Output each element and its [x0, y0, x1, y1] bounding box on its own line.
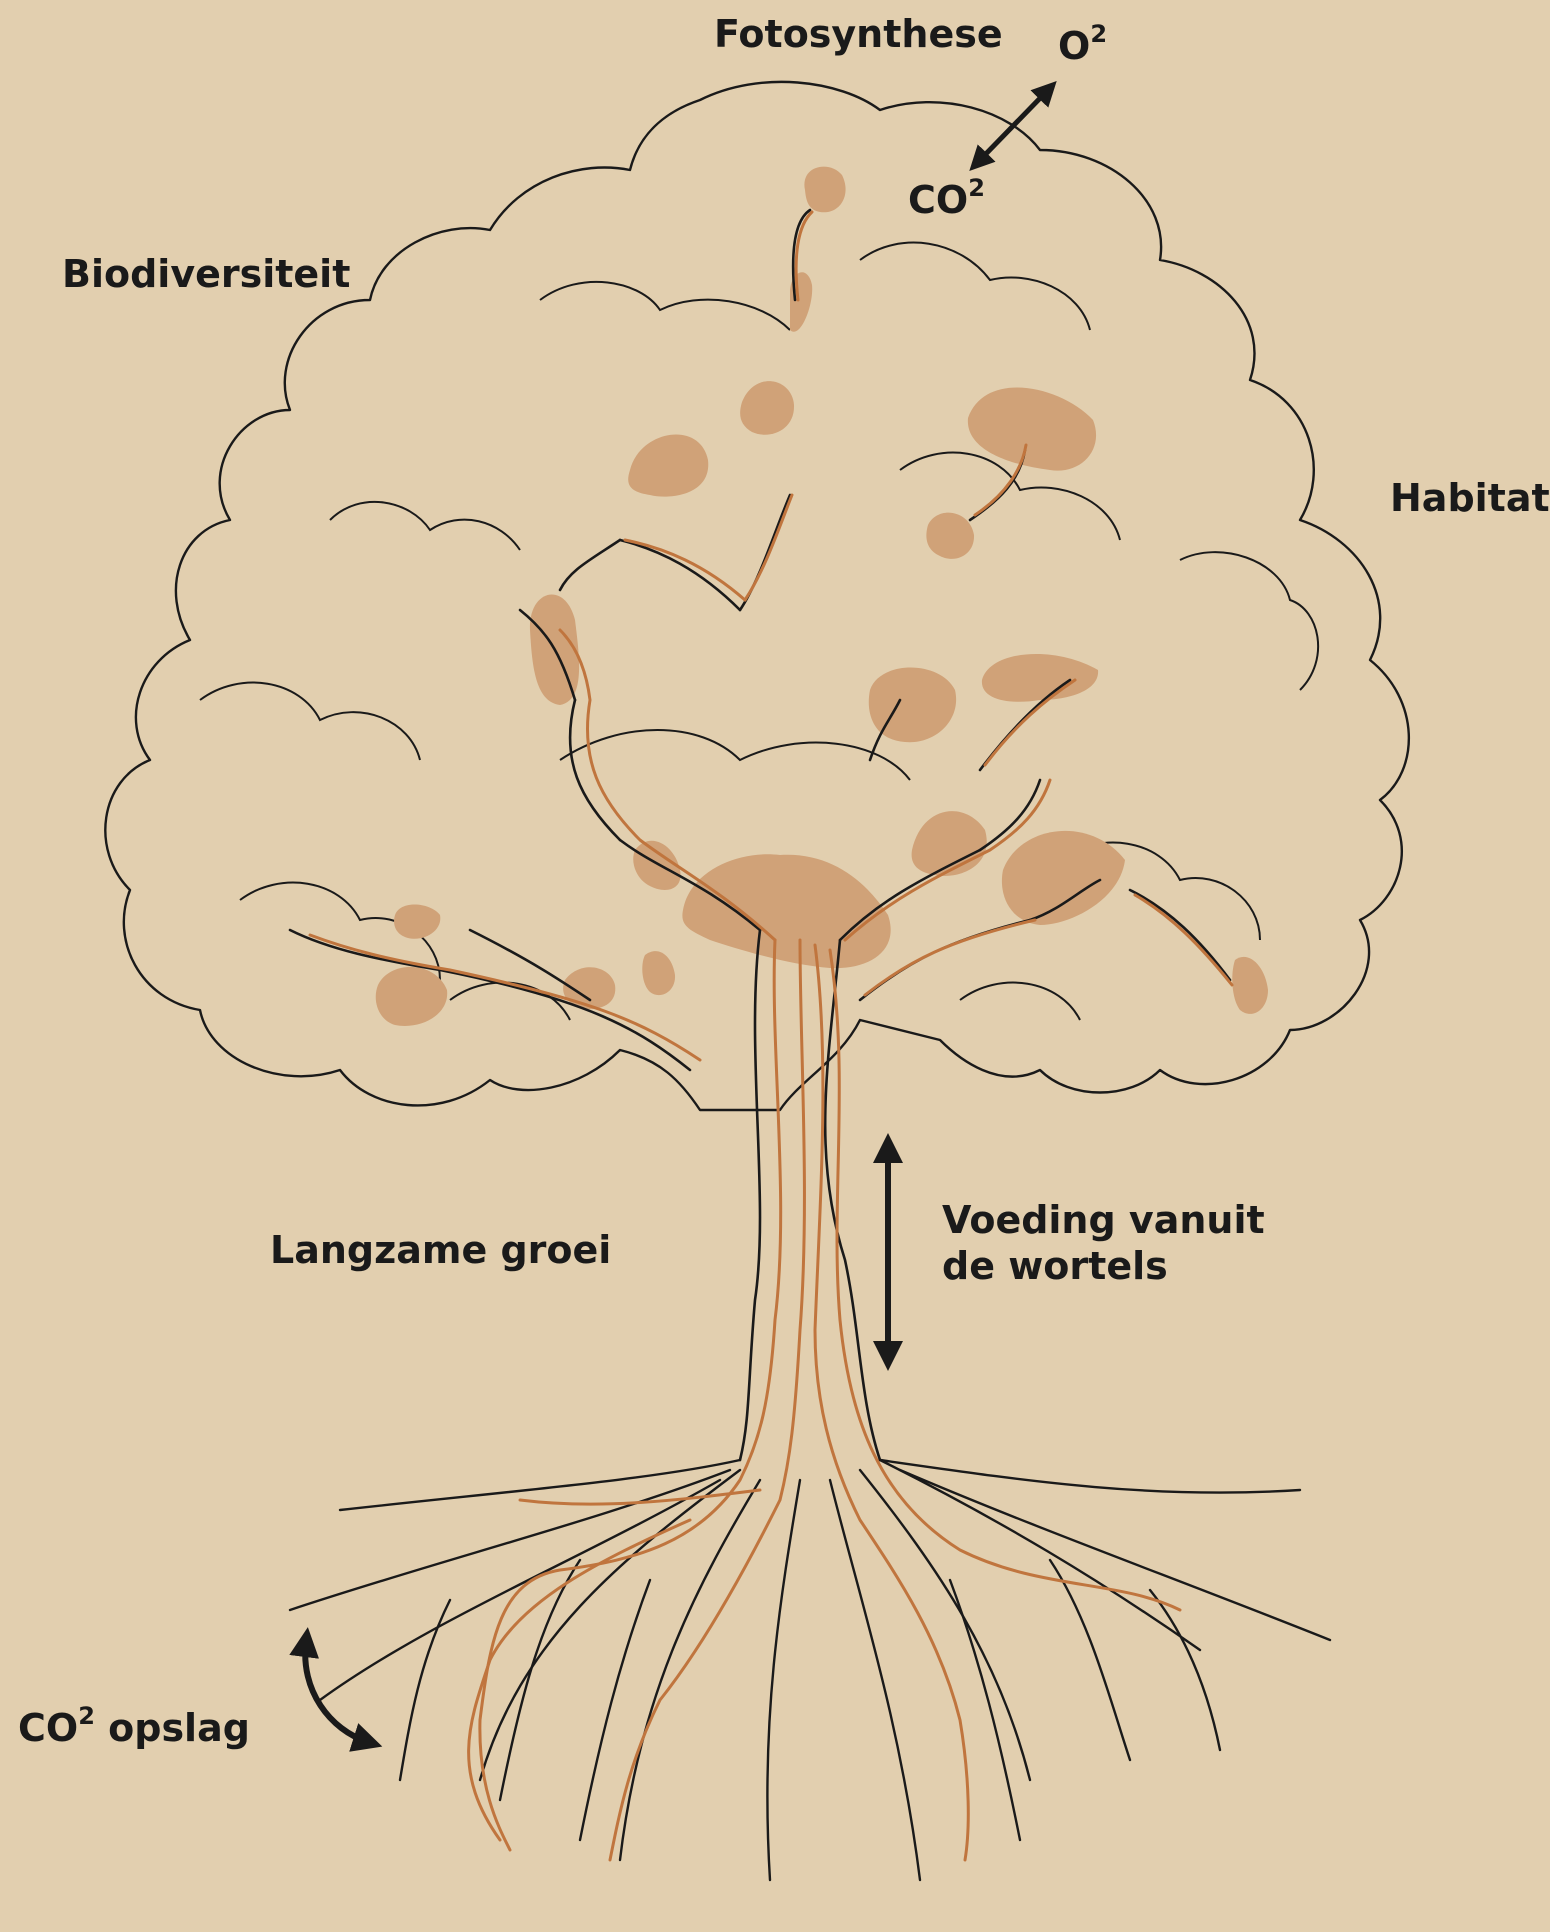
label-fotosynthese: Fotosynthese	[714, 12, 1003, 58]
branch	[560, 540, 620, 590]
leaf-blob	[804, 167, 845, 213]
label-co2: CO2	[908, 178, 985, 224]
canopy-contour	[1180, 552, 1318, 690]
canopy-contour	[960, 983, 1080, 1020]
label-o2-base: O	[1058, 24, 1090, 68]
leaf-blob	[968, 388, 1096, 471]
canopy-contour	[200, 683, 420, 760]
leaf-blob	[740, 381, 794, 435]
branch	[740, 495, 790, 610]
label-voeding-line2: de wortels	[942, 1244, 1265, 1290]
vein	[310, 935, 700, 1060]
root	[480, 1470, 740, 1780]
root	[767, 1480, 800, 1880]
leaf-blob	[1002, 831, 1125, 925]
root	[580, 1580, 650, 1840]
storage-arrow	[305, 1642, 368, 1742]
label-o2-sup: 2	[1090, 20, 1107, 48]
root	[500, 1560, 580, 1800]
vein	[1135, 895, 1232, 985]
vein	[480, 940, 781, 1850]
canopy-contour	[860, 243, 1090, 330]
leaf-blobs	[376, 167, 1268, 1026]
leaf-blob	[926, 513, 974, 559]
leaf-blob	[633, 841, 680, 890]
root	[620, 1480, 760, 1860]
label-biodiversiteit: Biodiversiteit	[62, 252, 350, 298]
label-co2-opslag: CO2 opslag	[18, 1706, 250, 1752]
canopy-contour	[560, 730, 910, 780]
label-habitat: Habitat	[1390, 476, 1550, 522]
label-voeding: Voeding vanuit de wortels	[942, 1198, 1265, 1289]
label-opslag-sup: 2	[78, 1702, 95, 1730]
root	[880, 1460, 1200, 1650]
label-co2-sup: 2	[968, 174, 985, 202]
trunk-left-edge	[740, 930, 760, 1460]
leaf-blob	[1232, 957, 1268, 1014]
label-langzame-groei: Langzame groei	[270, 1228, 611, 1274]
root	[860, 1470, 1030, 1780]
vein	[610, 940, 804, 1860]
root	[1150, 1590, 1220, 1750]
leaf-blob	[628, 435, 708, 497]
canopy-contour	[330, 502, 520, 550]
root	[900, 1470, 1330, 1640]
root	[950, 1580, 1020, 1840]
label-co2-base: CO	[908, 178, 968, 222]
label-opslag-rest: opslag	[95, 1706, 250, 1750]
vein	[625, 540, 745, 600]
canopy-contour	[450, 983, 570, 1020]
leaf-blob	[376, 967, 447, 1026]
veins	[310, 212, 1232, 1860]
root	[400, 1600, 450, 1780]
root	[830, 1480, 920, 1880]
photosynthesis-arrow	[978, 90, 1048, 162]
roots	[290, 1460, 1330, 1880]
label-o2: O2	[1058, 24, 1107, 70]
leaf-blob	[682, 854, 890, 968]
leaf-blob	[394, 904, 440, 938]
leaf-blob	[982, 654, 1098, 702]
branch	[620, 540, 740, 610]
canopy-contour	[540, 282, 790, 330]
label-voeding-line1: Voeding vanuit	[942, 1198, 1265, 1244]
trunk-right-edge	[825, 940, 880, 1460]
leaf-blob	[642, 951, 675, 995]
label-opslag-base: CO	[18, 1706, 78, 1750]
